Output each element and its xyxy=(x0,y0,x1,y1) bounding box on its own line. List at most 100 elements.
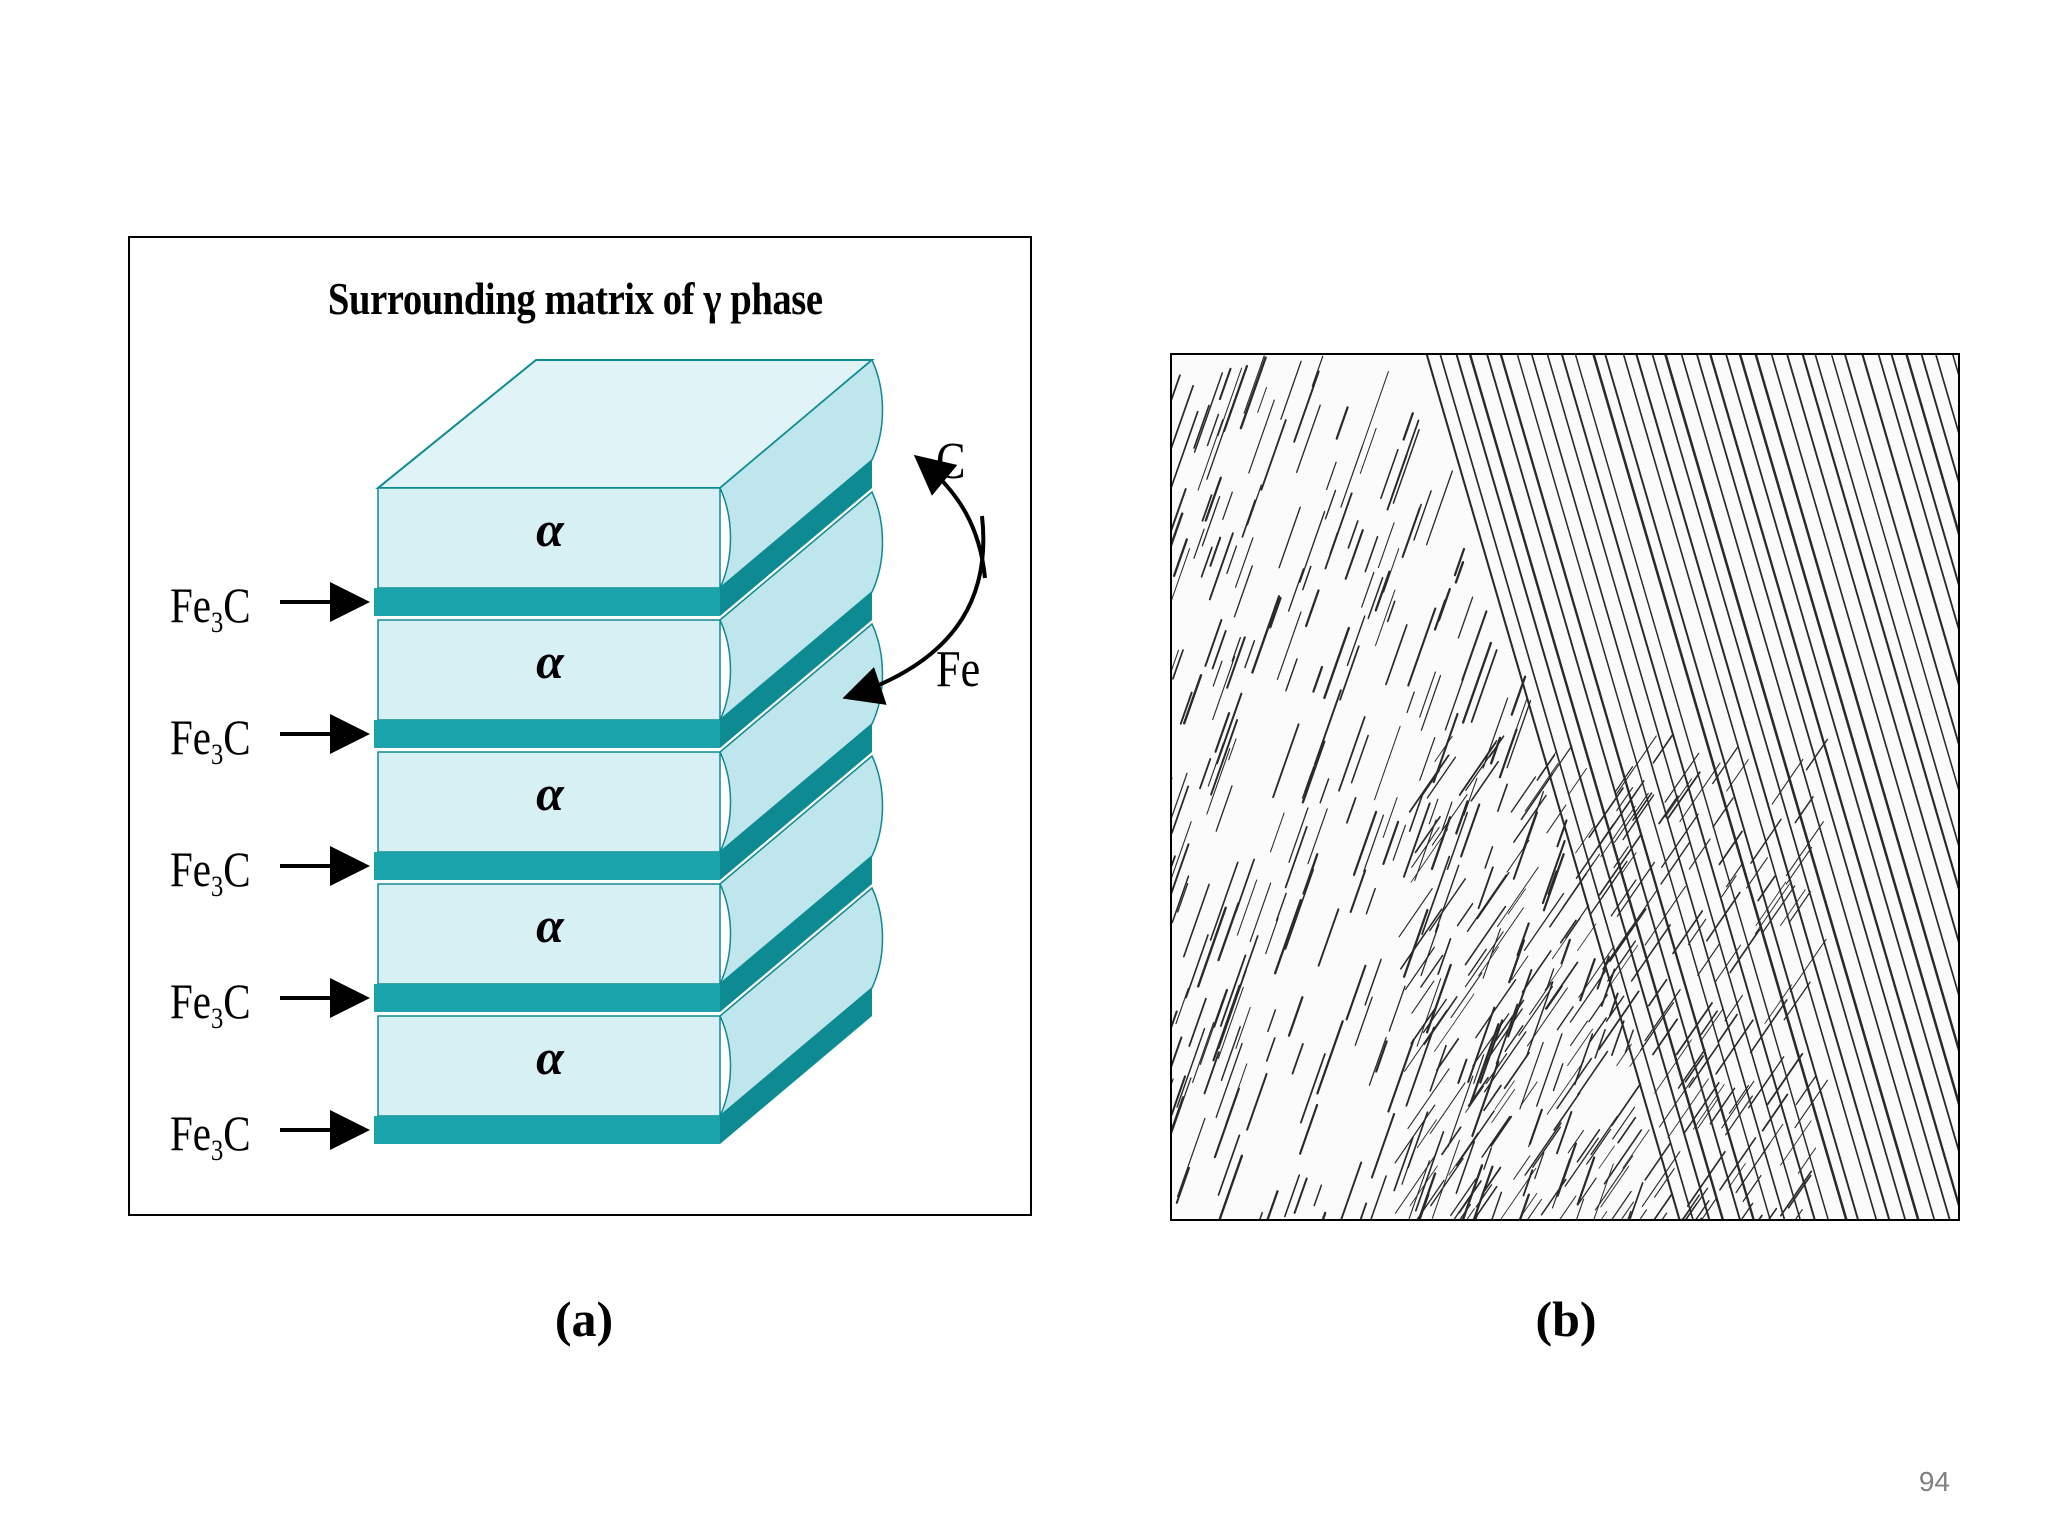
lamella-line xyxy=(1696,355,1951,1219)
lamella-segment xyxy=(1527,1198,1542,1219)
lamella-segment xyxy=(1795,1209,1803,1219)
lamella-segment xyxy=(1450,972,1483,1019)
lamella-segment xyxy=(1741,1202,1754,1219)
lamella-segment xyxy=(1518,985,1554,1037)
lamella-segment xyxy=(1260,419,1287,491)
lamella-segment xyxy=(1276,611,1302,680)
lamella-segment xyxy=(1444,677,1465,731)
lamella-segment xyxy=(1714,944,1742,983)
lamella-segment xyxy=(1664,778,1693,818)
lamella-segment xyxy=(1518,1192,1538,1219)
lamella-segment xyxy=(1666,771,1701,820)
lamella-segment xyxy=(1218,367,1232,401)
lamella-segment xyxy=(1787,1174,1812,1209)
lamella-line xyxy=(1604,355,1859,1219)
lamella-segment xyxy=(1789,938,1827,993)
lamella-segment xyxy=(1556,819,1568,848)
lamella-segment xyxy=(1717,1013,1738,1043)
lamella-segment xyxy=(1598,1145,1615,1169)
lamella-segment xyxy=(1340,445,1364,508)
lamella-segment xyxy=(1457,1058,1468,1085)
lamella-segment xyxy=(1622,1129,1650,1169)
lamella-segment xyxy=(1416,1179,1445,1219)
lamella-segment xyxy=(1430,1157,1464,1207)
lamella-segment xyxy=(1311,355,1324,387)
lamella-segment xyxy=(1482,928,1501,979)
lamella-segment xyxy=(1465,1085,1484,1113)
lamella-segment xyxy=(1215,692,1243,765)
lamella-segment xyxy=(1204,476,1222,522)
lamella-segment xyxy=(1335,406,1349,440)
lamella-segment xyxy=(1345,797,1357,824)
lamella-segment xyxy=(1382,820,1400,865)
cementite-plate-side xyxy=(720,592,872,748)
lamella-segment xyxy=(1507,888,1526,915)
lamella-segment xyxy=(1434,864,1460,933)
lamella-segment xyxy=(1616,1043,1632,1066)
lamella-segment xyxy=(1220,1026,1241,1082)
lamella-segment xyxy=(1692,1084,1725,1130)
lamella-segment xyxy=(1417,1172,1437,1219)
lamella-segment xyxy=(1496,783,1509,813)
lamella-segment xyxy=(1639,1209,1648,1219)
lamella-segment xyxy=(1420,674,1442,731)
lamella-segment xyxy=(1192,1022,1215,1083)
ferrite-layer xyxy=(377,487,721,589)
lamella-segment xyxy=(1437,937,1452,976)
fe3c-label: Fe3C xyxy=(170,577,251,639)
lamella-segment xyxy=(1176,1027,1206,1108)
lamella-segment xyxy=(1265,1037,1276,1062)
lamella-segment xyxy=(1500,1167,1537,1219)
lamella-segment xyxy=(1413,490,1432,541)
lamella-segment xyxy=(1288,807,1309,863)
lamella-segment xyxy=(1448,1132,1479,1176)
lamella-segment xyxy=(1266,1190,1279,1219)
lamella-segment xyxy=(1420,923,1440,977)
lamella-segment xyxy=(1278,506,1301,569)
panel-label-a: (a) xyxy=(554,1291,614,1347)
lamella-segment xyxy=(1225,1063,1248,1125)
lamella-segment xyxy=(1416,978,1442,1047)
lamella-segment xyxy=(1172,538,1188,577)
lamella-segment xyxy=(1464,931,1504,988)
cementite-plate-side xyxy=(720,460,872,616)
lamella-segment xyxy=(1421,769,1440,796)
lamella-segment xyxy=(1658,795,1679,825)
lamella-segment xyxy=(1373,725,1401,801)
lamella-segment xyxy=(1172,772,1188,819)
lamella-segment xyxy=(1616,735,1657,795)
lamella-segment xyxy=(1172,512,1184,547)
lamella-segment xyxy=(1172,1096,1185,1132)
lamella-segment xyxy=(1608,992,1619,1017)
lamella-segment xyxy=(1324,492,1353,570)
lamella-segment xyxy=(1483,1084,1502,1112)
fe3c-label: Fe3C xyxy=(170,973,251,1035)
lamella-segment xyxy=(1780,1120,1812,1166)
lamella-segment xyxy=(1419,671,1436,718)
lamella-segment xyxy=(1577,923,1597,951)
lamella-segment xyxy=(1455,1140,1476,1194)
lamella-line xyxy=(1725,355,1958,1152)
lamella-segment xyxy=(1658,1076,1695,1128)
lamella-segment xyxy=(1450,1178,1477,1217)
lamella-segment xyxy=(1226,636,1246,689)
lamella-segment xyxy=(1408,791,1425,832)
lamella-segment xyxy=(1201,494,1213,522)
lamella-segment xyxy=(1304,589,1320,628)
lamella-segment xyxy=(1779,1170,1813,1217)
lamella-segment xyxy=(1207,742,1224,787)
alpha-label: α xyxy=(536,765,564,821)
lamella-segment xyxy=(1217,986,1244,1059)
lamella-segment xyxy=(1726,759,1749,792)
lamella-segment xyxy=(1681,1218,1683,1219)
lamella-segment xyxy=(1299,510,1326,583)
lamella-segment xyxy=(1370,1113,1396,1179)
lamella-line xyxy=(1801,355,1958,890)
lamella-segment xyxy=(1524,1122,1562,1176)
lamella-segment xyxy=(1491,907,1524,954)
lamella-segment xyxy=(1386,600,1396,623)
lamella-segment xyxy=(1410,1007,1437,1045)
lamella-segment xyxy=(1532,1126,1561,1168)
lamella-segment xyxy=(1508,939,1526,984)
lamella-segment xyxy=(1408,1160,1430,1219)
